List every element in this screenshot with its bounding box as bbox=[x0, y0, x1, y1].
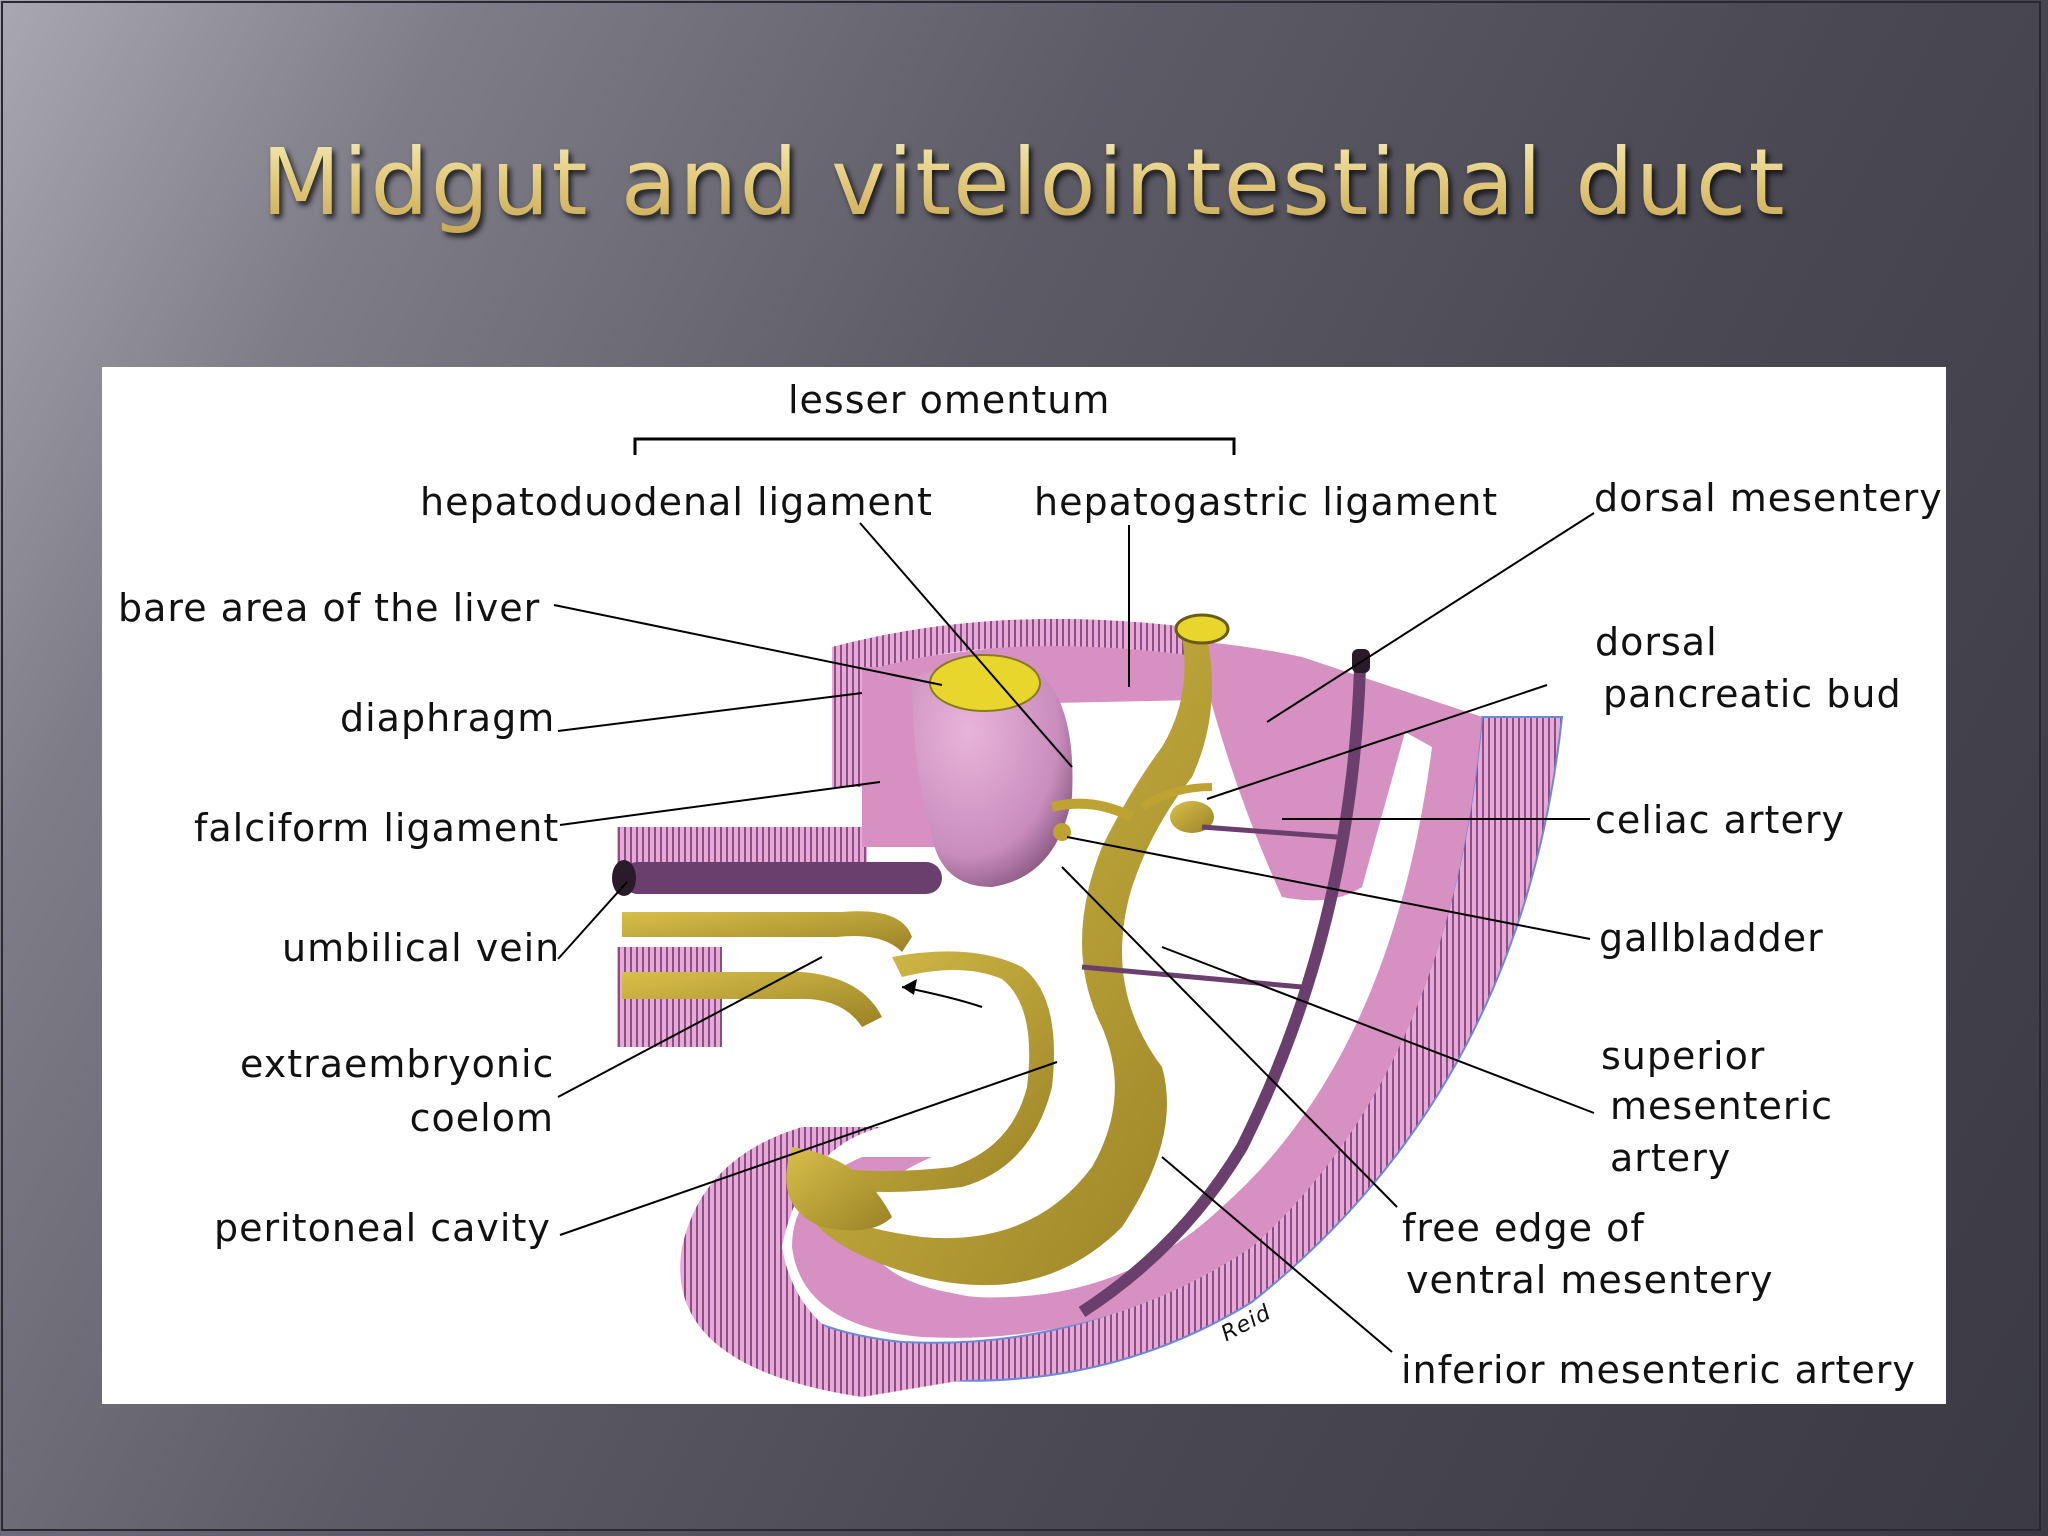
dorsal-mesentery-tissue bbox=[1202, 667, 1412, 901]
bare-area bbox=[929, 654, 1041, 712]
label-falciform-ligament: falciform ligament bbox=[194, 806, 560, 850]
leader-bare-area bbox=[553, 604, 943, 686]
pancreatic-branch bbox=[1139, 783, 1213, 811]
leader-umbilical bbox=[557, 881, 628, 960]
label-dorsal-pancreatic-bud-2: pancreatic bud bbox=[1603, 672, 1902, 716]
liver bbox=[912, 663, 1073, 887]
yolk-stalk-upper bbox=[622, 911, 912, 952]
leader-hepatoduodenal bbox=[859, 522, 1073, 768]
label-dorsal-pancreatic-bud-1: dorsal bbox=[1595, 620, 1718, 664]
label-superior-mesenteric-artery-2: mesenteric bbox=[1610, 1084, 1834, 1128]
coelom-arrowhead bbox=[902, 979, 917, 995]
bile-duct bbox=[1050, 798, 1135, 822]
embryo-diagram: lesser omentum hepatoduodenal ligament h… bbox=[102, 367, 1946, 1404]
leader-dorsal-pancreatic-bud bbox=[1206, 684, 1548, 800]
aorta bbox=[1078, 666, 1366, 1318]
leader-superior-mesenteric bbox=[1161, 946, 1595, 1114]
label-bare-area-of-the-liver: bare area of the liver bbox=[118, 586, 541, 630]
yolk-stalk-lower bbox=[622, 972, 882, 1027]
label-dorsal-mesentery: dorsal mesentery bbox=[1594, 476, 1943, 520]
label-umbilical-vein: umbilical vein bbox=[282, 926, 561, 970]
gallbladder-shape bbox=[1053, 823, 1071, 841]
label-free-edge-of-ventral-mesentery-1: free edge of bbox=[1402, 1206, 1645, 1250]
leader-lines bbox=[553, 512, 1595, 1353]
leader-free-edge bbox=[1061, 866, 1398, 1208]
label-inferior-mesenteric-artery: inferior mesenteric artery bbox=[1401, 1348, 1916, 1392]
label-extraembryonic-coelom-2: coelom bbox=[409, 1096, 554, 1140]
umbilical-vein-cut bbox=[612, 860, 636, 896]
label-hepatoduodenal-ligament: hepatoduodenal ligament bbox=[420, 480, 933, 524]
superior-mesenteric-vessel bbox=[1081, 964, 1303, 990]
ventral-body-wall bbox=[680, 1127, 982, 1397]
slide-title: Midgut and vitelointestinal duct bbox=[0, 132, 2048, 233]
leader-peritoneal bbox=[559, 1061, 1058, 1236]
stomach-gut-loop-inner bbox=[822, 951, 1054, 1192]
celiac-artery-vessel bbox=[1201, 824, 1338, 840]
anterior-wall bbox=[832, 647, 862, 787]
stomach-opening bbox=[1174, 613, 1230, 645]
umbilical-vein bbox=[622, 862, 942, 894]
label-diaphragm: diaphragm bbox=[340, 696, 556, 740]
label-extraembryonic-coelom-1: extraembryonic bbox=[240, 1042, 555, 1086]
label-peritoneal-cavity: peritoneal cavity bbox=[214, 1206, 551, 1250]
diagram-illustration bbox=[553, 437, 1595, 1397]
leader-diaphragm bbox=[557, 692, 863, 732]
label-gallbladder: gallbladder bbox=[1599, 916, 1824, 960]
label-superior-mesenteric-artery-3: artery bbox=[1610, 1136, 1732, 1180]
leader-gallbladder bbox=[1066, 836, 1591, 940]
lesser-omentum-bracket bbox=[633, 437, 1236, 455]
mesentery-tissue bbox=[792, 638, 1482, 1338]
leader-inferior-mesenteric bbox=[1161, 1156, 1393, 1353]
label-lesser-omentum: lesser omentum bbox=[788, 378, 1111, 422]
diaphragm-band bbox=[832, 618, 1202, 672]
label-hepatogastric-ligament: hepatogastric ligament bbox=[1034, 480, 1499, 524]
leader-falciform bbox=[559, 781, 881, 826]
leader-dorsal-mesentery bbox=[1266, 512, 1595, 723]
loop-end bbox=[786, 1147, 892, 1231]
label-superior-mesenteric-artery-1: superior bbox=[1601, 1034, 1766, 1078]
label-free-edge-of-ventral-mesentery-2: ventral mesentery bbox=[1406, 1258, 1774, 1302]
leader-extraembryonic bbox=[557, 956, 823, 1098]
label-celiac-artery: celiac artery bbox=[1595, 798, 1845, 842]
